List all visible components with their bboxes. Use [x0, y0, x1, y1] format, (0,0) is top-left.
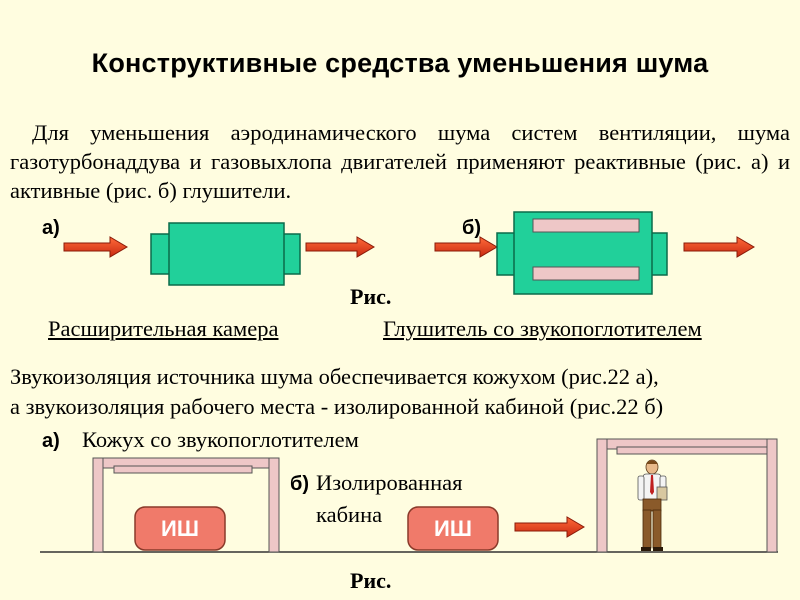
fig1b-inlet-arrow: [434, 236, 498, 258]
worker-figure-icon: [637, 459, 668, 551]
fig2-label-b-text-2: кабина: [316, 502, 383, 527]
noise-source-2: [407, 506, 499, 551]
fig2-label-b: б): [290, 473, 310, 495]
isolated-cabin: [596, 438, 778, 553]
noise-arrow: [514, 516, 585, 538]
fig2-label-b-text-1: Изолированная: [316, 470, 463, 495]
expansion-chamber: [150, 222, 301, 286]
page-title: Конструктивные средства уменьшения шума: [91, 48, 709, 78]
fig1a-outlet-arrow: [305, 236, 375, 258]
fig2-label-a-text: Кожух со звукопоглотителем: [82, 427, 359, 452]
noise-source-1-label: ИШ: [161, 516, 199, 541]
absorptive-silencer: [496, 211, 668, 295]
insulation-line-2: а звукоизоляция рабочего места - изолиро…: [10, 394, 664, 419]
insulation-line-1: Звукоизоляция источника шума обеспечивае…: [10, 364, 659, 389]
fig1-diagram: [63, 211, 755, 295]
fig1-caption-a: Расширительная камера: [48, 316, 279, 341]
noise-source-2-label: ИШ: [434, 516, 472, 541]
fig1b-outlet-arrow: [683, 236, 755, 258]
fig1-caption: Рис.: [350, 284, 392, 309]
intro-paragraph: Для уменьшения аэродинамического шума си…: [10, 120, 790, 203]
fig1a-inlet-arrow: [63, 236, 128, 258]
fig2-label-a: а): [42, 430, 60, 452]
fig2-caption: Рис.: [350, 568, 392, 593]
noise-source-1: [134, 506, 226, 551]
enclosure: [92, 457, 280, 553]
fig1-label-a: а): [42, 217, 60, 239]
fig1-caption-b: Глушитель со звукопоглотителем: [383, 316, 702, 341]
fig1-label-b: б): [462, 217, 482, 239]
insulation-paragraph: Звукоизоляция источника шума обеспечивае…: [10, 362, 663, 422]
